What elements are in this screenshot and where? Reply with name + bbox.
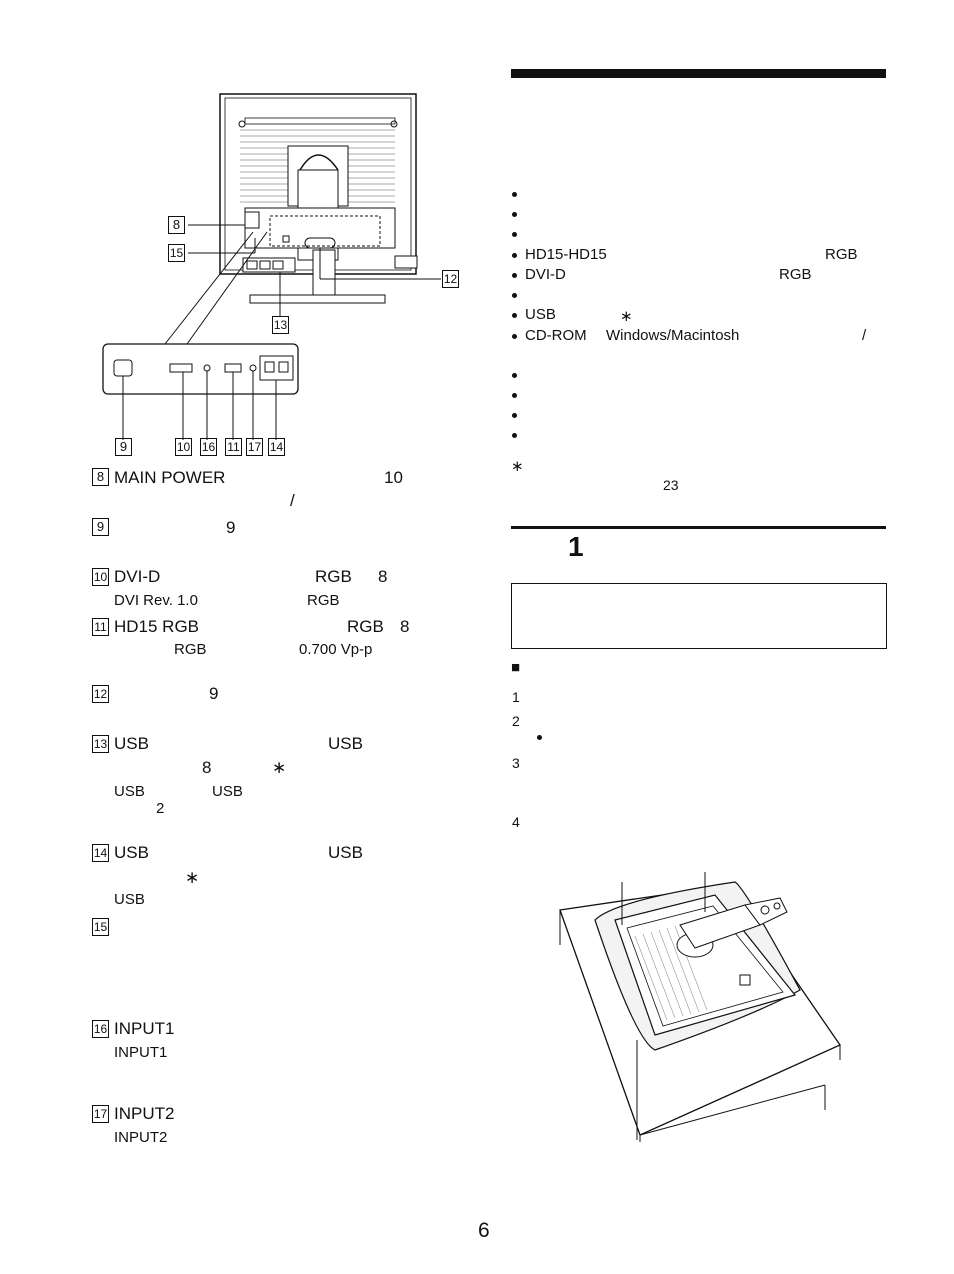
bullet [512, 232, 517, 237]
item-label: INPUT1 [114, 1019, 175, 1038]
footnote-asterisk: ∗ [511, 458, 524, 475]
item-number: 10 [92, 568, 109, 586]
item-slash: / [290, 491, 295, 510]
item-label: DVI-D [114, 567, 161, 586]
callout-12: 12 [442, 270, 459, 288]
callout-11: 11 [225, 438, 242, 456]
section-header-bar [511, 69, 886, 78]
item-number: 13 [92, 735, 109, 753]
item-label: MAIN POWER [114, 468, 226, 487]
item-label: HD15 RGB [114, 617, 200, 636]
step-3-number: 3 [512, 755, 520, 771]
item-number: 12 [92, 685, 109, 703]
step-2-number: 2 [512, 713, 520, 729]
callout-9: 9 [115, 438, 132, 456]
bullet [512, 313, 517, 318]
list-item-text: HD15-HD15 [525, 246, 607, 263]
item-ref: 9 [209, 684, 219, 703]
footnote-page-ref: 23 [663, 477, 679, 493]
bullet [512, 293, 517, 298]
step-4-number: 4 [512, 814, 520, 830]
item-ref: RGB [315, 567, 352, 586]
callout-8: 8 [168, 216, 185, 234]
page-number: 6 [478, 1219, 490, 1242]
item-ref2: 8 [378, 567, 388, 586]
bullet [512, 192, 517, 197]
bullet [512, 273, 517, 278]
item-ref2: 8 [400, 617, 410, 636]
bullet [512, 334, 517, 339]
callout-15: 15 [168, 244, 185, 262]
item-number: 8 [92, 468, 109, 486]
bullet [512, 212, 517, 217]
section-divider [511, 526, 886, 529]
monitor-face-down-illustration [559, 872, 841, 1142]
item-number: 17 [92, 1105, 109, 1123]
bullet [537, 735, 542, 740]
step-heading-number: 1 [568, 531, 584, 562]
item-label: INPUT2 [114, 1104, 175, 1123]
item-ref: USB [328, 843, 363, 862]
bullet [512, 253, 517, 258]
list-item-text: / [862, 327, 867, 344]
item-sub: DVI Rev. 1.0 [114, 592, 198, 609]
item-sub: RGB [174, 641, 207, 658]
item-sub: INPUT1 [114, 1044, 168, 1061]
item-asterisk: ∗ [272, 758, 287, 777]
callout-14: 14 [268, 438, 285, 456]
item-number: 11 [92, 618, 109, 636]
square-bullet: ■ [511, 659, 521, 676]
list-item-text: ∗ [620, 308, 633, 325]
item-ref: 9 [226, 518, 236, 537]
item-sub2: USB [212, 783, 243, 800]
item-ref2: 8 [202, 758, 212, 777]
bullet [512, 433, 517, 438]
item-ref: 10 [384, 468, 403, 487]
step-1-number: 1 [512, 689, 520, 705]
list-item-text: DVI-D [525, 266, 566, 283]
item-label: USB [114, 734, 149, 753]
item-number: 15 [92, 918, 109, 936]
item-sub: USB [114, 891, 145, 908]
item-sub2: 0.700 Vp-p [299, 641, 373, 658]
bullet [512, 413, 517, 418]
item-asterisk: ∗ [185, 868, 200, 887]
item-sub: INPUT2 [114, 1129, 168, 1146]
callout-10: 10 [175, 438, 192, 456]
bullet [512, 373, 517, 378]
item-sub2: RGB [307, 592, 340, 609]
notice-box [511, 583, 887, 649]
list-item-text: USB [525, 306, 556, 323]
item-ref: RGB [347, 617, 384, 636]
monitor-rear-diagram [102, 93, 441, 440]
item-number: 9 [92, 518, 109, 536]
bullet [512, 393, 517, 398]
callout-17: 17 [246, 438, 263, 456]
item-number: 14 [92, 844, 109, 862]
item-number: 16 [92, 1020, 109, 1038]
list-item-text: RGB [779, 266, 812, 283]
callout-13: 13 [272, 316, 289, 334]
list-item-text: CD-ROM [525, 327, 587, 344]
item-sub: USB [114, 783, 145, 800]
callout-16: 16 [200, 438, 217, 456]
item-ref: USB [328, 734, 363, 753]
item-label: USB [114, 843, 149, 862]
list-item-text: Windows/Macintosh [606, 327, 740, 344]
item-sub3: 2 [156, 800, 165, 817]
list-item-text: RGB [825, 246, 858, 263]
